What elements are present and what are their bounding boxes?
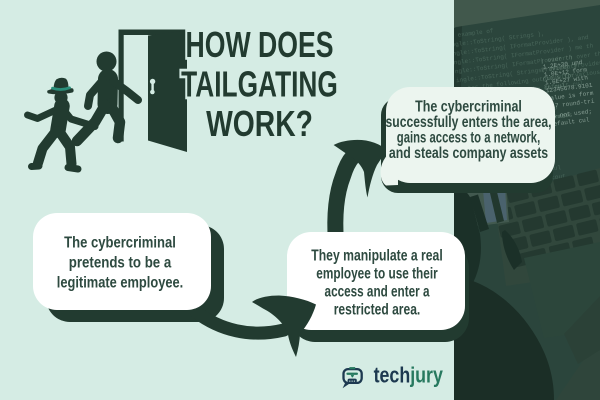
svg-text:techjury: techjury <box>374 364 444 388</box>
svg-text:successfully enters the area,: successfully enters the area, <box>386 113 552 131</box>
svg-text:gains access to a network,: gains access to a network, <box>397 129 540 146</box>
svg-text:Provider ): Provider ) <box>541 62 578 73</box>
svg-text:They manipulate a real: They manipulate a real <box>311 246 442 264</box>
svg-text:TAILGATING: TAILGATING <box>181 63 338 104</box>
svg-text:HOW DOES: HOW DOES <box>186 24 334 65</box>
svg-text:default cul: default cul <box>550 116 591 128</box>
svg-text:1.2E+30 und: 1.2E+30 und <box>543 59 584 71</box>
svg-text:formats: formats <box>547 111 573 121</box>
svg-text:) over th: ) over th <box>540 54 573 65</box>
svg-text:WORK?: WORK? <box>206 102 313 143</box>
svg-text:and steals company assets: and steals company assets <box>389 144 548 162</box>
svg-text:TAILGATING: TAILGATING <box>181 63 338 104</box>
svg-text:The cybercriminal: The cybercriminal <box>64 235 176 252</box>
svg-text:The cybercriminal: The cybercriminal <box>415 97 522 115</box>
svg-text:legitimate employee.: legitimate employee. <box>57 274 183 291</box>
svg-text:rious for: rious for <box>542 72 575 83</box>
svg-text:employee to use their: employee to use their <box>316 265 438 282</box>
svg-text:restricted area.: restricted area. <box>334 300 421 318</box>
svg-text:lt cul: lt cul <box>543 82 566 92</box>
svg-text:pretends to be a: pretends to be a <box>69 255 172 272</box>
svg-text:access and enter a: access and enter a <box>325 283 430 300</box>
svg-text:HOW DOES: HOW DOES <box>186 24 334 65</box>
svg-text:WORK?: WORK? <box>206 102 313 143</box>
